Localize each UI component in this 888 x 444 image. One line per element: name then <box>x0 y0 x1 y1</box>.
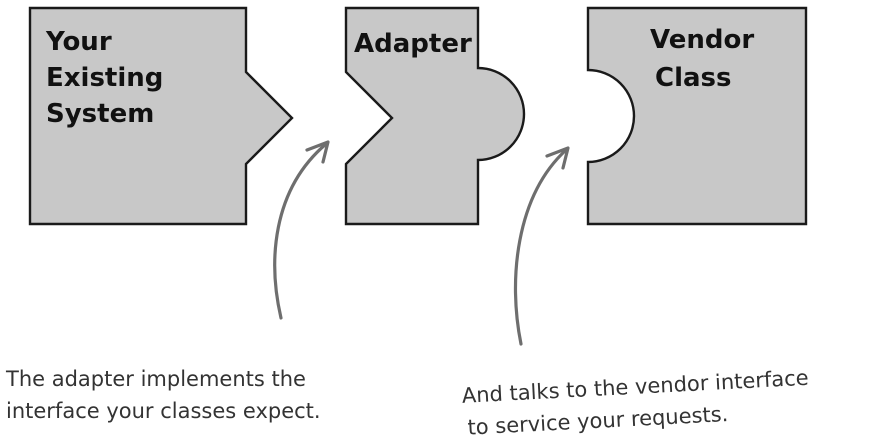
right-annotation-line-2: to service your requests. <box>467 402 729 440</box>
existing-system-label-line-3: System <box>46 99 154 129</box>
left-arrow-head <box>305 140 330 164</box>
left-arrow-shaft <box>273 142 328 320</box>
adapter-piece: Adapter <box>344 6 526 226</box>
existing-system-shape <box>28 6 294 226</box>
left-annotation-arrow <box>273 140 330 320</box>
vendor-class-piece: Vendor Class <box>586 6 808 226</box>
right-annotation-line-1: And talks to the vendor interface <box>461 366 809 408</box>
existing-system-label-line-1: Your <box>45 27 112 57</box>
adapter-label: Adapter <box>354 29 472 59</box>
left-annotation-line-1: The adapter implements the <box>5 367 306 391</box>
right-arrow-head <box>545 146 570 170</box>
existing-system-piece: Your Existing System <box>28 6 294 226</box>
right-annotation: And talks to the vendor interface to ser… <box>461 366 809 440</box>
vendor-class-label-line-2: Class <box>655 63 732 93</box>
left-annotation-line-2: interface your classes expect. <box>6 399 321 423</box>
adapter-shape <box>344 6 526 226</box>
right-annotation-arrow <box>513 146 570 346</box>
vendor-class-shape <box>586 6 808 226</box>
left-annotation: The adapter implements the interface you… <box>5 367 321 423</box>
right-arrow-shaft <box>513 148 568 346</box>
vendor-class-label-line-1: Vendor <box>650 25 754 55</box>
existing-system-label-line-2: Existing <box>46 63 163 93</box>
